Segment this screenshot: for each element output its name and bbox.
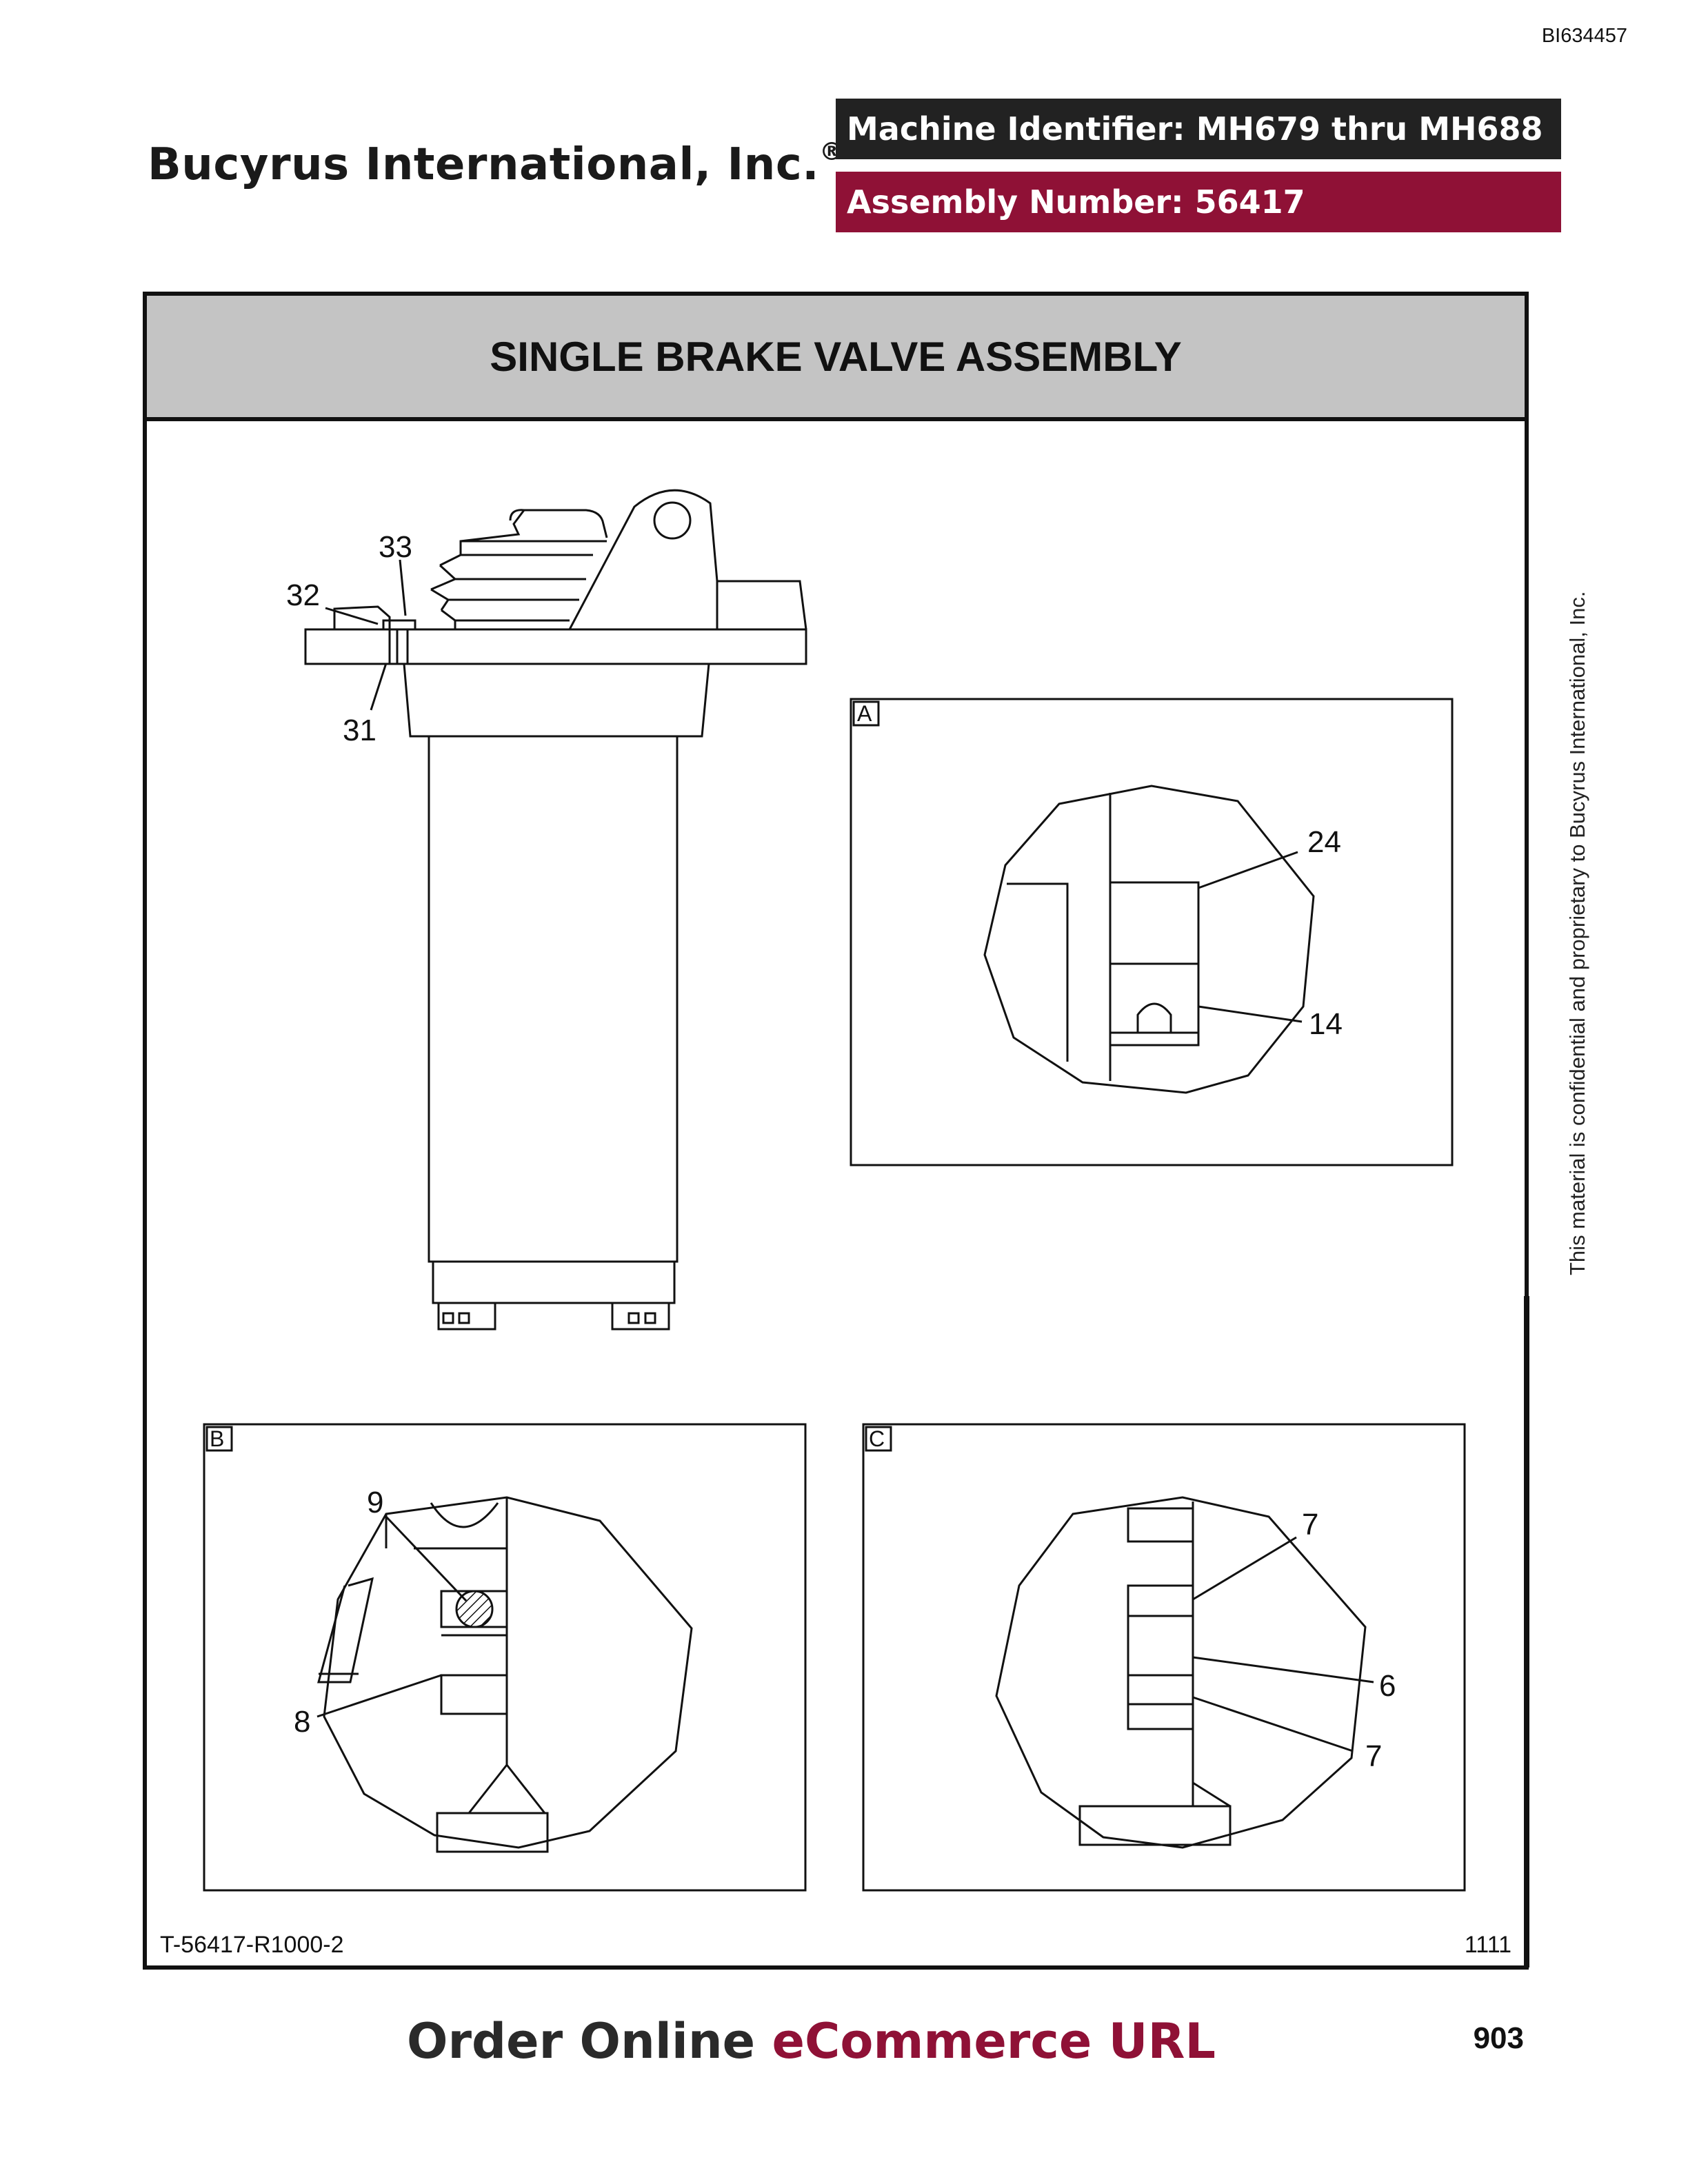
sheet-number: 1111: [1464, 1932, 1511, 1958]
detail-a-tag: A: [857, 701, 872, 726]
drawing-number: T-56417-R1000-2: [160, 1932, 344, 1958]
detail-b: [203, 1423, 807, 1892]
callout-24: 24: [1307, 825, 1341, 859]
detail-c-tag: C: [869, 1426, 885, 1451]
callout-7-upper: 7: [1302, 1508, 1318, 1541]
confidentiality-note: This material is confidential and propri…: [1565, 591, 1589, 1275]
callout-8: 8: [294, 1705, 310, 1739]
company-name: Bucyrus International, Inc.: [148, 139, 820, 190]
detail-a-labels: A 24 14: [857, 701, 1343, 1041]
company-logo: Bucyrus International, Inc.®: [148, 138, 845, 190]
drawing-title: SINGLE BRAKE VALVE ASSEMBLY: [146, 295, 1525, 418]
assembly-number-bar: Assembly Number: 56417: [836, 172, 1561, 232]
callout-33: 33: [379, 530, 412, 564]
callout-7-lower: 7: [1365, 1739, 1382, 1773]
ecommerce-url-text: eCommerce URL: [772, 2013, 1216, 2070]
callout-14: 14: [1309, 1007, 1343, 1041]
callout-6: 6: [1379, 1669, 1396, 1703]
drawing-frame: [143, 292, 1529, 1970]
detail-b-labels: B 9 8: [210, 1426, 383, 1739]
machine-identifier-bar: Machine Identifier: MH679 thru MH688: [836, 99, 1561, 159]
page-number: 903: [1473, 2021, 1524, 2055]
callout-32: 32: [286, 578, 320, 612]
order-online-prefix: Order Online: [407, 2013, 772, 2070]
detail-c: [862, 1423, 1466, 1892]
document-id: BI634457: [1541, 25, 1627, 47]
callout-31: 31: [343, 714, 376, 747]
main-callouts: 33 32 31: [286, 530, 412, 747]
main-valve-view: [304, 489, 807, 1331]
order-online-link[interactable]: Order Online eCommerce URL: [407, 2013, 1216, 2070]
detail-c-labels: C 7 6 7: [869, 1426, 1396, 1773]
detail-b-tag: B: [210, 1426, 224, 1451]
detail-a: [850, 698, 1454, 1166]
callout-9: 9: [367, 1486, 383, 1519]
